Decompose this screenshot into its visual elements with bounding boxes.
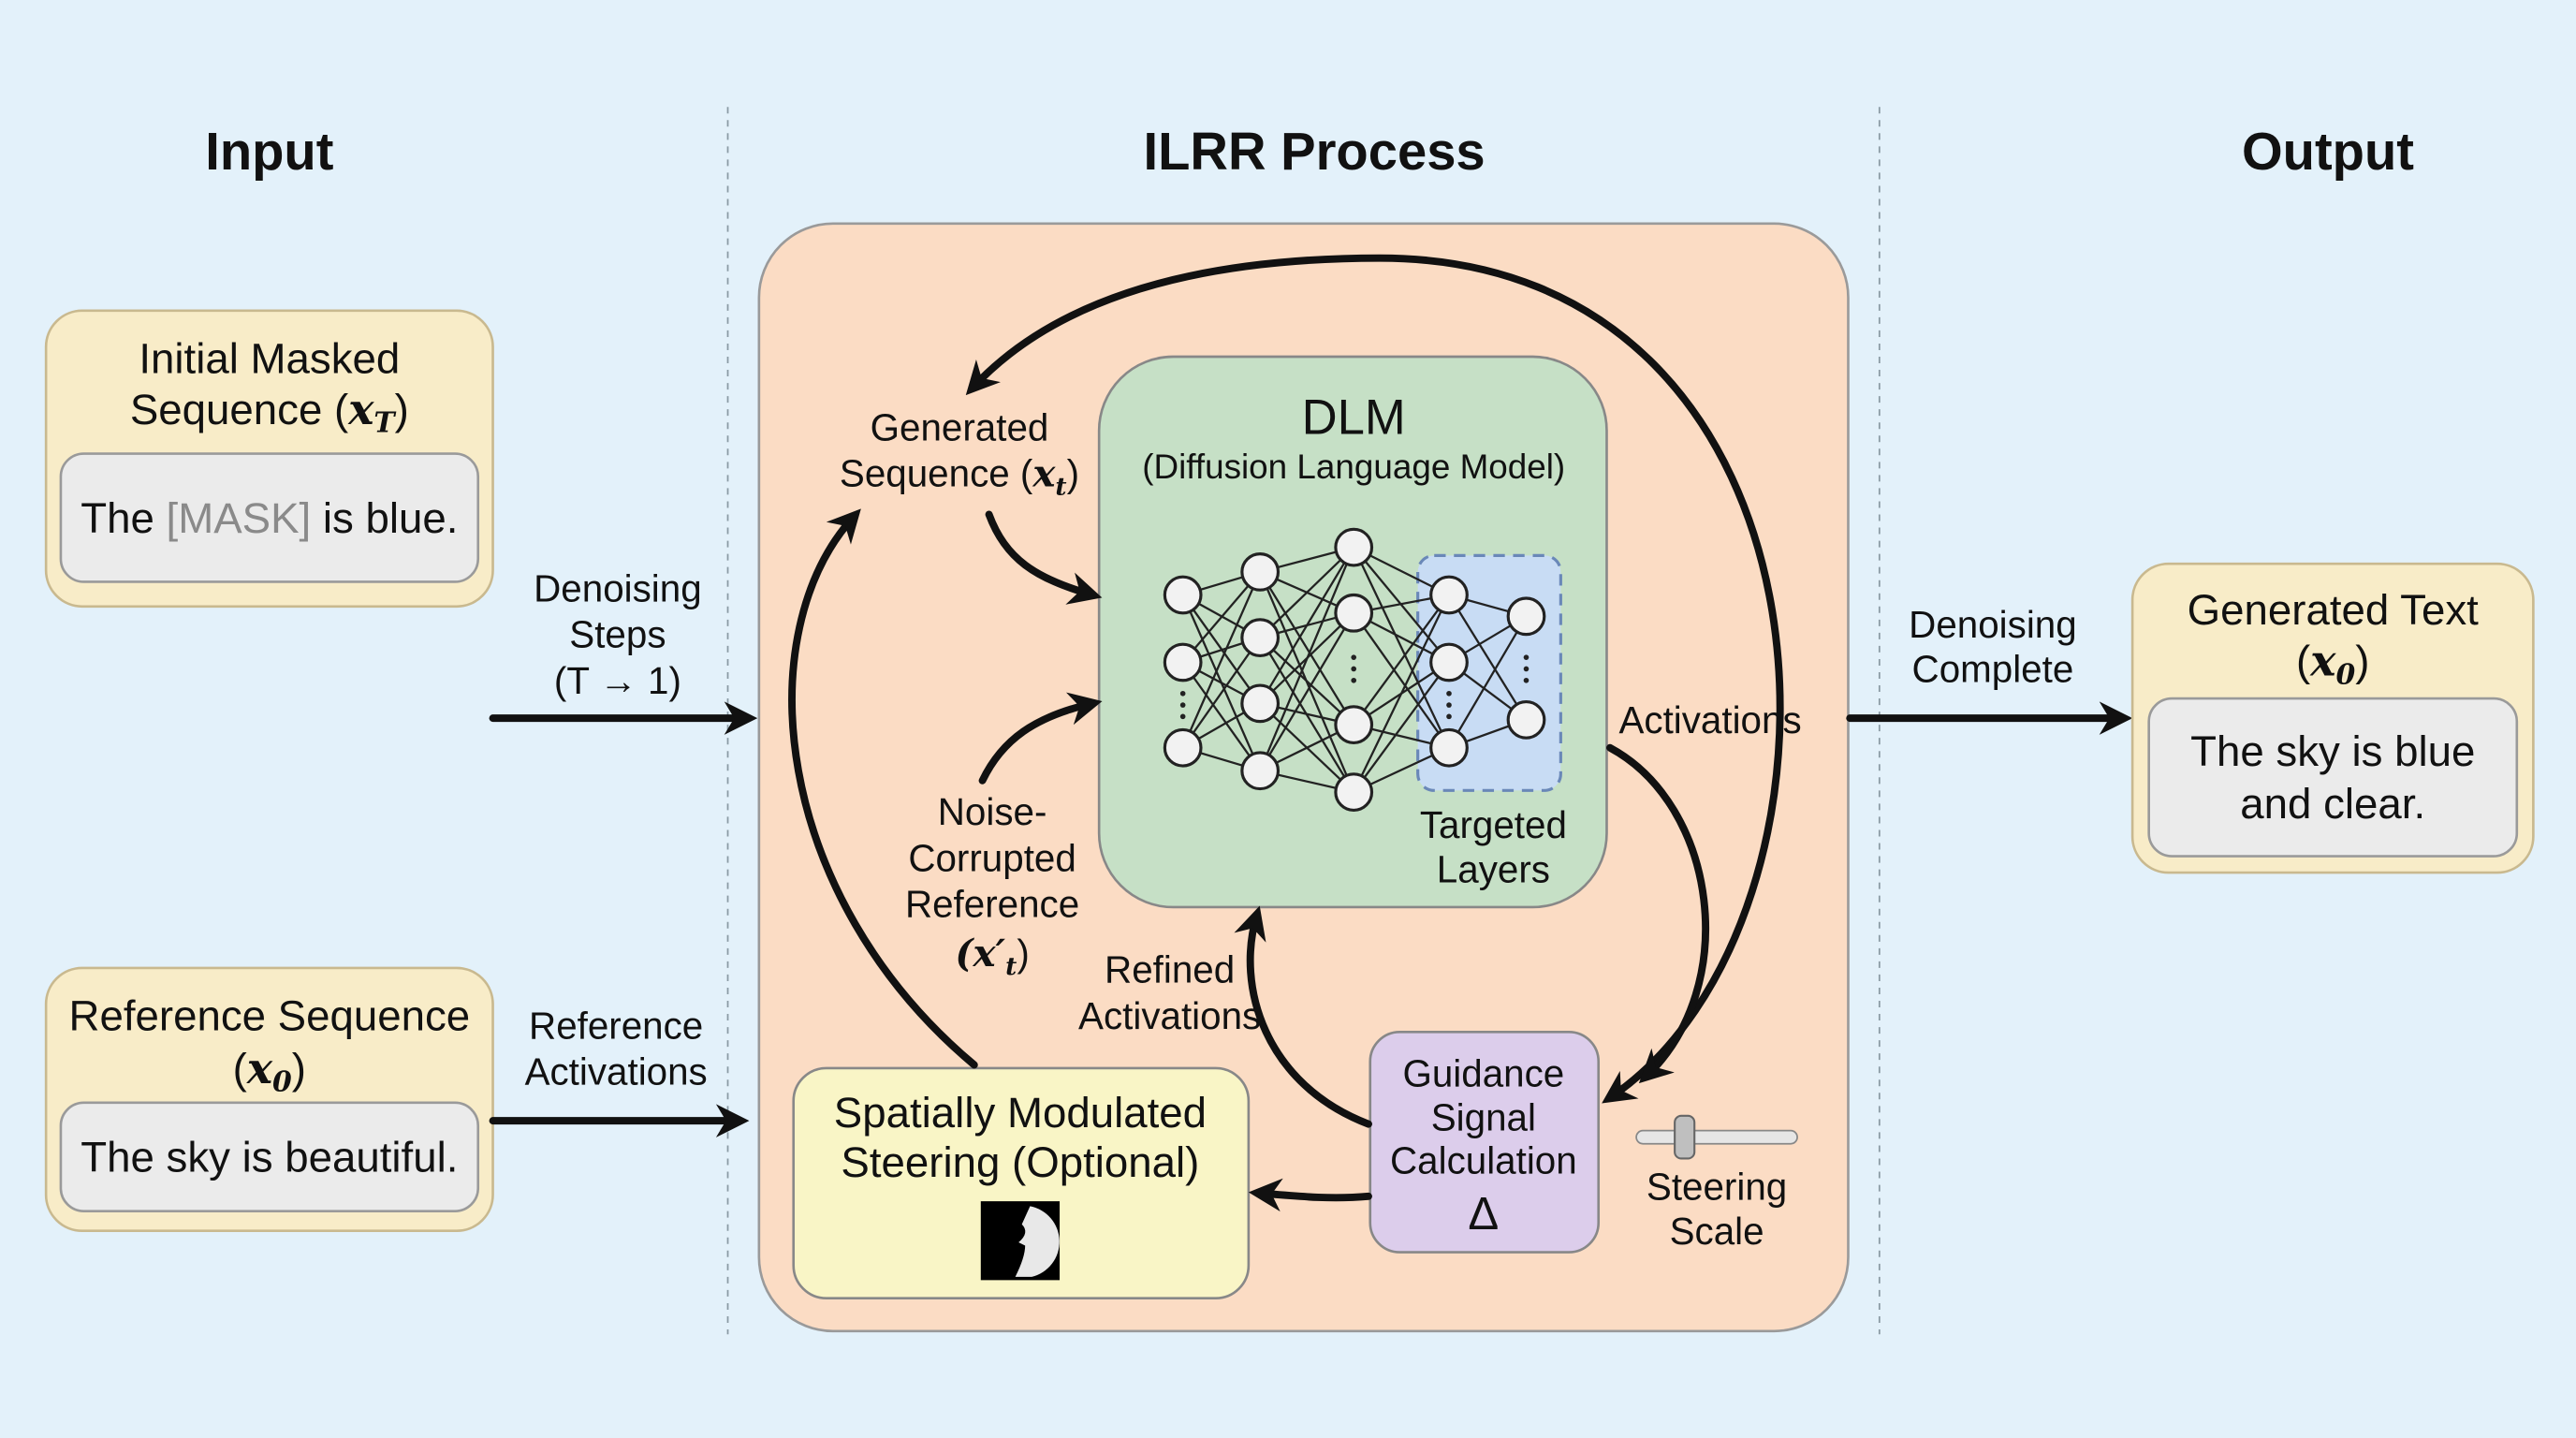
nn-ellipsis-dot	[1446, 713, 1452, 720]
steering-scale-label-1: Steering	[1647, 1165, 1787, 1208]
nn-node	[1240, 751, 1281, 791]
steering-label-1: Spatially Modulated	[834, 1089, 1207, 1137]
nn-node	[1429, 642, 1469, 682]
dlm-title: DLM	[1302, 389, 1406, 445]
nn-ellipsis-dot	[1523, 666, 1530, 672]
generated-sequence-label-1: Generated	[871, 406, 1049, 449]
activations-arrow	[1606, 743, 1709, 1084]
nn-ellipsis-dot	[1446, 702, 1452, 708]
denoising-complete-label-1: Denoising	[1909, 603, 2076, 646]
masked-text: The [MASK] is blue.	[80, 494, 458, 542]
nn-ellipsis-dot	[1179, 713, 1186, 720]
nn-node	[1163, 642, 1203, 682]
mask-image-icon	[980, 1201, 1061, 1281]
nn-node	[1334, 593, 1374, 633]
refined-activations-label-2: Activations	[1078, 994, 1261, 1037]
generated-to-dlm-arrow	[985, 510, 1103, 605]
loop-arrow-top	[965, 254, 1784, 1104]
nn-ellipsis-dot	[1351, 654, 1357, 660]
output-title: Generated Text	[2188, 586, 2479, 634]
noise-reference-to-dlm-arrow	[978, 692, 1103, 785]
nn-node	[1240, 552, 1281, 592]
nn-ellipsis-dot	[1179, 690, 1186, 697]
refined-activations-arrow	[1234, 905, 1372, 1128]
nn-node	[1334, 527, 1374, 567]
dlm-subtitle: (Diffusion Language Model)	[1142, 448, 1565, 486]
nn-ellipsis-dot	[1523, 677, 1530, 683]
nn-node	[1334, 772, 1374, 812]
heading-input: Input	[205, 122, 334, 181]
nn-ellipsis-dot	[1351, 677, 1357, 683]
nn-node	[1429, 727, 1469, 768]
guidance-signal-box: Guidance Signal Calculation Δ	[1368, 1031, 1601, 1254]
initial-masked-sequence-box: Initial Masked Sequence (xT) The [MASK] …	[44, 309, 494, 609]
nn-ellipsis-dot	[1179, 702, 1186, 708]
nn-node	[1506, 699, 1546, 740]
dlm-box: DLM (Diffusion Language Model) Targeted …	[1097, 355, 1608, 909]
steering-label-2: Steering (Optional)	[841, 1138, 1199, 1186]
masked-title-line2: Sequence (xT)	[130, 384, 409, 440]
nn-node	[1163, 575, 1203, 615]
reference-math: (x0)	[233, 1043, 306, 1099]
reference-title: Reference Sequence	[69, 992, 471, 1040]
delta-symbol: Δ	[1468, 1189, 1499, 1240]
activations-label: Activations	[1618, 698, 1801, 741]
nn-ellipsis-dot	[1351, 666, 1357, 672]
nn-node	[1163, 727, 1203, 768]
denoising-steps-label-1: Denoising	[534, 567, 702, 610]
noise-reference-label-3: Reference	[905, 882, 1079, 925]
nn-node	[1334, 705, 1374, 745]
denoising-steps-label-3: (T → 1)	[554, 659, 681, 702]
output-text-line2: and clear.	[2240, 780, 2425, 828]
heading-output: Output	[2242, 122, 2414, 181]
generated-text-box: Generated Text (x0) The sky is blue and …	[2130, 562, 2535, 874]
reference-sequence-box: Reference Sequence (x0) The sky is beaut…	[44, 966, 494, 1233]
output-text-line1: The sky is blue	[2190, 727, 2475, 775]
nn-ellipsis-dot	[1446, 690, 1452, 697]
denoising-steps-label-2: Steps	[569, 613, 666, 656]
nn-node	[1506, 596, 1546, 637]
heading-process: ILRR Process	[1144, 122, 1486, 181]
nn-node	[1240, 618, 1281, 658]
guidance-label-1: Guidance	[1402, 1051, 1564, 1094]
guidance-to-steering-arrow	[1248, 1178, 1372, 1212]
noise-reference-math: (x′t)	[955, 931, 1029, 981]
output-math: (x0)	[2296, 635, 2369, 691]
denoising-complete-label-2: Complete	[1912, 648, 2074, 691]
generated-sequence-label-2: Sequence (xt)	[840, 451, 1079, 502]
masked-title-line1: Initial Masked	[139, 335, 400, 383]
slider-knob[interactable]	[1674, 1114, 1696, 1160]
targeted-layers-label-1: Targeted	[1420, 803, 1567, 846]
steering-to-generated-arrow	[788, 508, 978, 1069]
targeted-layers-label-2: Layers	[1437, 848, 1550, 891]
guidance-label-2: Signal	[1431, 1096, 1536, 1139]
nn-node	[1429, 575, 1469, 615]
reference-activations-label-2: Activations	[525, 1050, 708, 1093]
steering-scale-slider[interactable]	[1635, 1114, 1798, 1160]
reference-text: The sky is beautiful.	[80, 1134, 458, 1181]
noise-reference-label-2: Corrupted	[908, 836, 1076, 879]
refined-activations-label-1: Refined	[1105, 948, 1235, 991]
guidance-label-3: Calculation	[1390, 1138, 1577, 1181]
noise-reference-label-1: Noise-	[938, 790, 1047, 833]
nn-ellipsis-dot	[1523, 654, 1530, 660]
reference-activations-label-1: Reference	[529, 1004, 703, 1047]
spatial-steering-box: Spatially Modulated Steering (Optional)	[792, 1066, 1251, 1299]
steering-scale-label-2: Scale	[1670, 1210, 1764, 1253]
nn-node	[1240, 683, 1281, 724]
